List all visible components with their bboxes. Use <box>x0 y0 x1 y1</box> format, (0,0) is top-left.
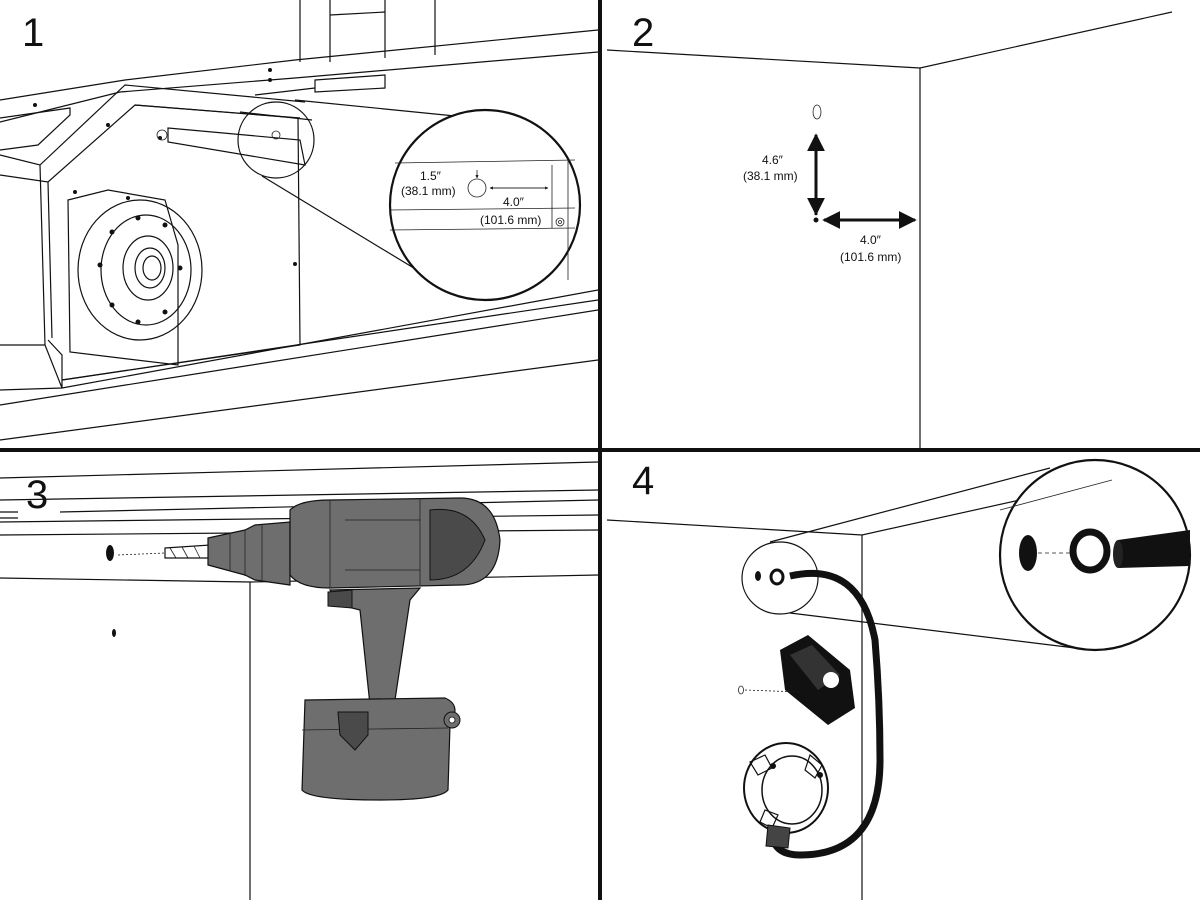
panel-3 <box>0 461 598 900</box>
callout-vertical-dimension: 1.5″ <box>420 169 442 183</box>
step-number-2: 2 <box>632 11 654 55</box>
cable-grommet-icon <box>1019 535 1037 571</box>
vertical-dimension: 4.6″ <box>762 153 784 167</box>
reference-point <box>813 217 819 223</box>
junction-box-icon <box>743 742 829 849</box>
panel-4 <box>606 458 1192 900</box>
horizontal-dimension: 4.0″ <box>860 233 882 247</box>
step-number-1: 1 <box>22 11 44 55</box>
step-number-4: 4 <box>632 459 654 503</box>
step-number-3: 3 <box>26 473 48 517</box>
panel-2: 4.6″ (38.1 mm) 4.0″ (101.6 mm) <box>606 11 1173 448</box>
callout-horizontal-dimension: 4.0″ <box>503 195 525 209</box>
horizontal-dimension-mm: (101.6 mm) <box>840 250 901 264</box>
vertical-dimension-mm: (38.1 mm) <box>743 169 798 183</box>
panel-1: 1.5″ (38.1 mm) 4.0″ (101.6 mm) <box>0 0 598 441</box>
callout-horizontal-dimension-mm: (101.6 mm) <box>480 213 541 227</box>
callout-vertical-dimension-mm: (38.1 mm) <box>401 184 456 198</box>
drill-icon <box>207 497 501 801</box>
mounting-bracket-icon <box>738 635 855 725</box>
drill-hole-mark <box>812 104 822 120</box>
